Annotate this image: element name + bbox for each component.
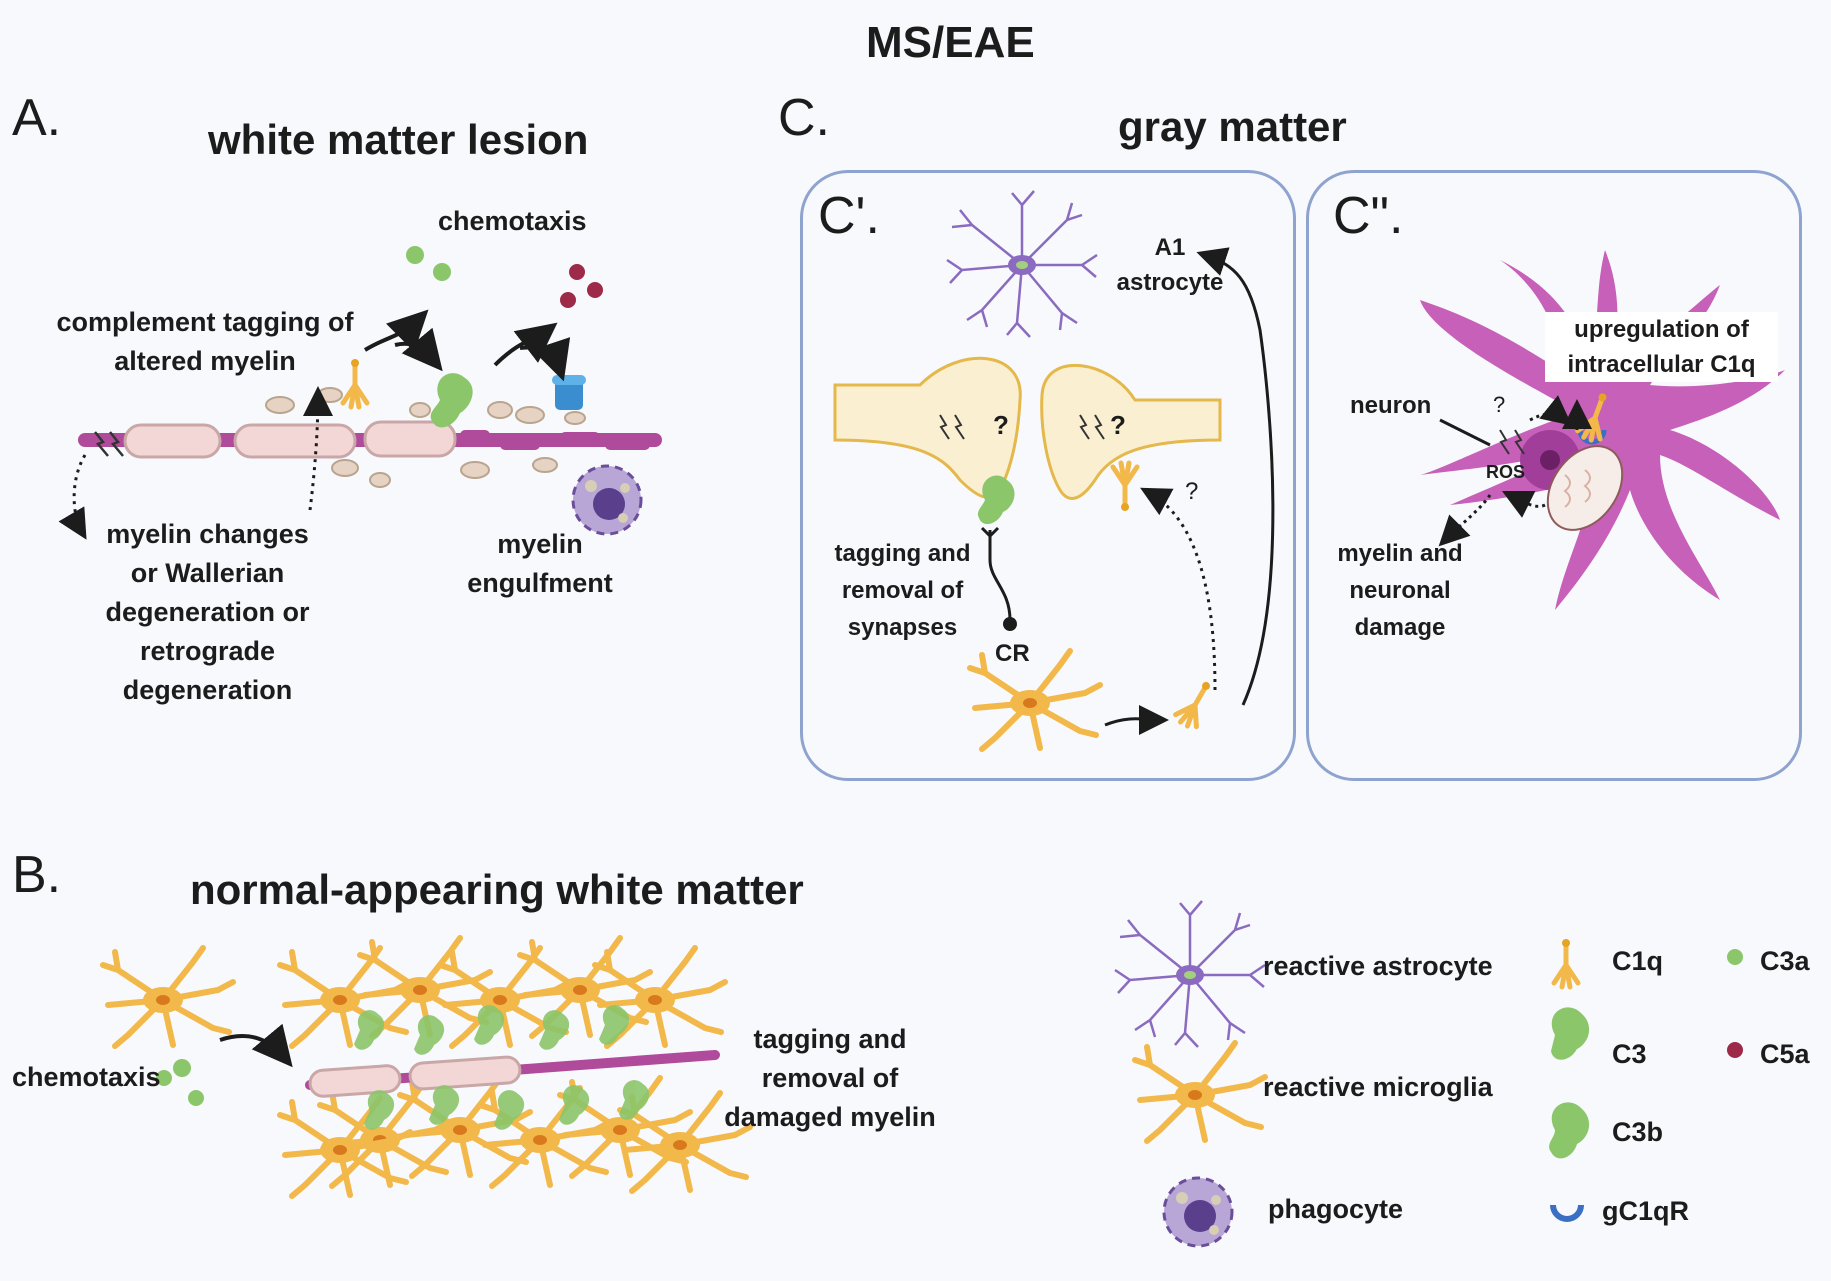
- microglia-question: ?: [1185, 478, 1199, 505]
- tagging-removal-label: tagging and removal of damaged myelin: [724, 1024, 936, 1132]
- panel-b-chemotaxis-label: chemotaxis: [12, 1062, 161, 1092]
- ros-label: ROS: [1486, 462, 1526, 482]
- panel-c-letter: C.: [778, 89, 830, 147]
- myelin-engulfment-label: myelin engulfment: [467, 529, 613, 598]
- legend-c5a: C5a: [1760, 1039, 1810, 1069]
- a1-astrocyte-label: A1 astrocyte: [1116, 234, 1224, 296]
- presynapse-question: ?: [993, 410, 1009, 440]
- legend-reactive-astrocyte: reactive astrocyte: [1263, 951, 1493, 981]
- legend-c3: C3: [1612, 1039, 1647, 1069]
- main-title: MS/EAE: [866, 18, 1035, 67]
- legend-reactive-microglia: reactive microglia: [1263, 1072, 1493, 1102]
- postsynapse-question: ?: [1110, 410, 1126, 440]
- legend-graphics: [1113, 899, 1743, 1248]
- myelin-changes-label: myelin changes or Wallerian degeneration…: [105, 519, 310, 705]
- neuron-label: neuron: [1350, 392, 1432, 419]
- panel-c-prime-box: [800, 170, 1296, 781]
- legend-c3a: C3a: [1760, 946, 1810, 976]
- panel-a-graphics: [58, 246, 662, 540]
- panel-c-double-graphics: [1420, 250, 1785, 610]
- myelin-damage-label: myelin and neuronal damage: [1337, 540, 1463, 641]
- complement-tagging-label: complement tagging of altered myelin: [56, 307, 354, 376]
- panel-c-title: gray matter: [1118, 103, 1347, 150]
- panel-b-graphics: [103, 938, 750, 1196]
- tagging-synapses-label: tagging and removal of synapses: [834, 540, 971, 641]
- upregulation-label: upregulation of intracellular C1q: [1545, 312, 1778, 382]
- panel-a-chemotaxis-label: chemotaxis: [438, 206, 587, 236]
- panel-c-double-letter: C".: [1333, 187, 1404, 245]
- neuron-question: ?: [1493, 392, 1506, 417]
- panel-c-prime-graphics: [833, 189, 1275, 749]
- legend-gc1qr: gC1qR: [1602, 1196, 1689, 1226]
- panel-c-prime-letter: C'.: [818, 187, 880, 245]
- panel-a-title: white matter lesion: [208, 116, 589, 163]
- panel-b-letter: B.: [12, 846, 62, 904]
- panel-b-title: normal-appearing white matter: [190, 866, 804, 913]
- cr-label: CR: [995, 640, 1030, 667]
- legend-phagocyte: phagocyte: [1268, 1194, 1404, 1224]
- legend-c3b: C3b: [1612, 1117, 1664, 1147]
- panel-a-letter: A.: [12, 89, 62, 147]
- legend-c1q: C1q: [1612, 946, 1664, 976]
- panel-c-double-box: [1306, 170, 1802, 781]
